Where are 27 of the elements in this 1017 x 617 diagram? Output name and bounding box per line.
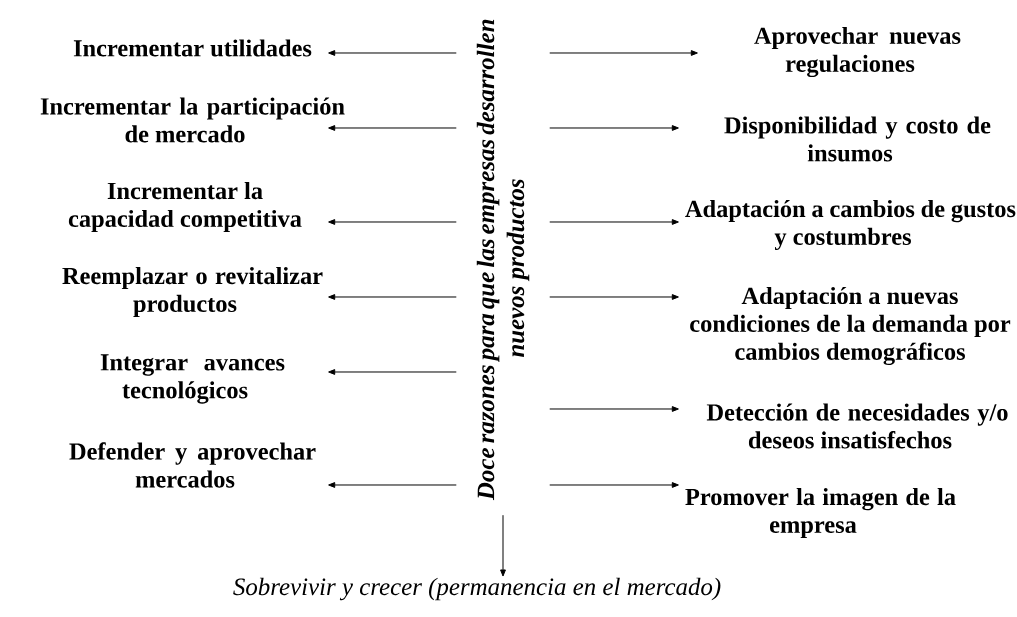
reason-text: Defender y aprovechar mercados <box>69 442 316 488</box>
arrow <box>328 50 457 56</box>
arrow <box>328 294 457 300</box>
reason-text: Incrementar la participación de mercado <box>40 97 345 143</box>
arrow <box>328 369 457 375</box>
reason-text: Disponibilidad y costo de insumos <box>724 116 991 162</box>
reason-text: Promover la imagen de la empresa <box>685 488 956 538</box>
reason-text: Integrar avances tecnológicos <box>100 354 285 404</box>
arrow <box>549 482 679 488</box>
arrow <box>549 125 679 131</box>
reason-text: Adaptación a nuevas condiciones de la demanda por cambios demográficos <box>690 286 1011 366</box>
reason-text: Aprovechar nuevas regulaciones <box>754 26 961 78</box>
outcome-text: Sobrevivir y crecer (permanencia en el mercado) <box>233 577 721 601</box>
arrow <box>328 219 457 225</box>
reason-text: Detección de necesidades y/o deseos insatisfechos <box>706 403 1008 449</box>
arrow <box>549 406 679 412</box>
arrow <box>328 125 457 131</box>
arrow <box>328 482 457 488</box>
arrow <box>500 514 506 577</box>
reason-text: Incrementar utilidades <box>73 39 312 57</box>
arrow <box>549 50 698 56</box>
reason-text: Incrementar la capacidad competitiva <box>68 182 302 232</box>
vertical-heading: Doce razones para que las empresas desarrollen nuevos productos <box>476 19 530 501</box>
reason-text: Adaptación a cambios de gustos y costumbres <box>685 199 1016 251</box>
arrow <box>549 294 679 300</box>
reason-text: Reemplazar o revitalizar productos <box>62 267 323 317</box>
arrow <box>549 219 679 225</box>
